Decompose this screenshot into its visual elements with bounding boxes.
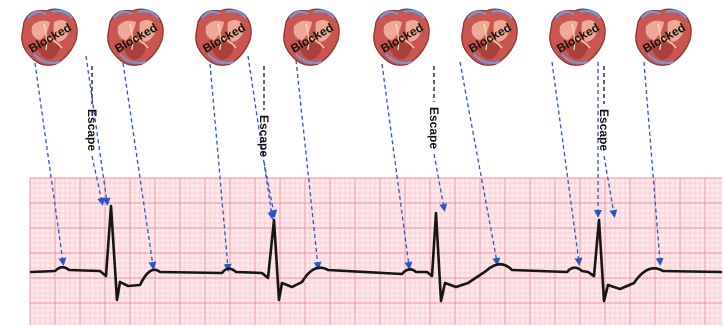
heart-diagram: Blocked — [284, 9, 339, 65]
heart-diagrams: Blocked Blocked Blocked Blocked Blocked Block… — [22, 9, 691, 65]
heart-diagram: Blocked — [196, 9, 251, 65]
heart-diagram: Blocked — [108, 9, 163, 65]
heart-diagram: Blocked — [550, 9, 605, 65]
heart-diagram: Blocked — [22, 9, 77, 65]
escape-label: Escape — [597, 109, 611, 151]
heart-diagram: Blocked — [374, 9, 429, 65]
escape-label: Escape — [85, 109, 99, 151]
escape-label: Escape — [257, 115, 271, 157]
ecg-grid-paper — [30, 178, 722, 325]
heart-diagram: Blocked — [462, 9, 517, 65]
heart-diagram: Blocked — [636, 9, 691, 65]
escape-label: Escape — [427, 107, 441, 149]
